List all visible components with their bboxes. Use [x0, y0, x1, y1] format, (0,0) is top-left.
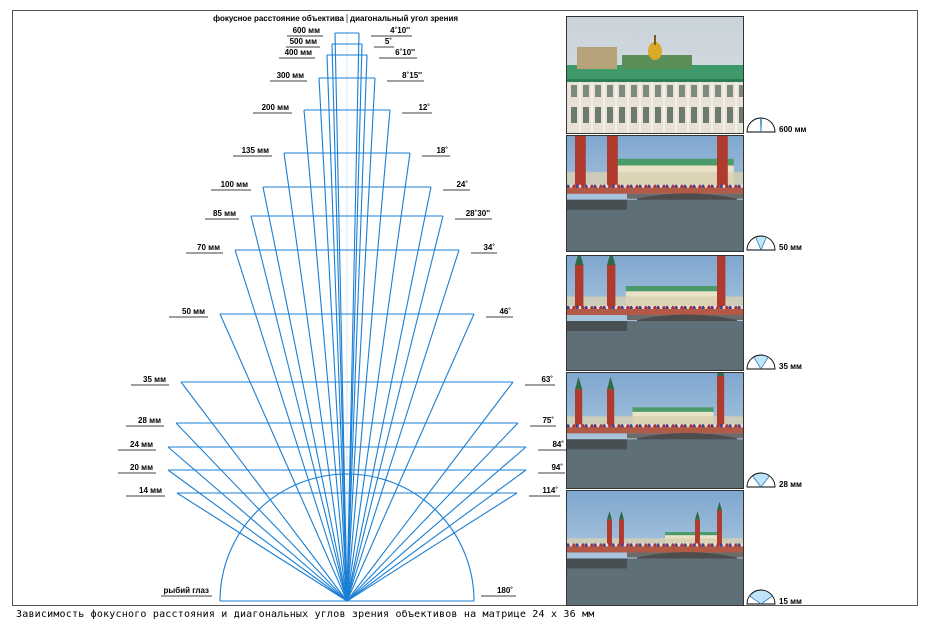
view-angle-label: 12˚: [418, 103, 430, 112]
photo-focal-label: 15 мм: [779, 597, 802, 606]
sample-photo: [566, 255, 744, 371]
focal-length-label: 135 мм: [242, 146, 269, 155]
view-ray: [346, 186, 432, 602]
focal-length-label: 100 мм: [221, 180, 248, 189]
view-angle-label: 5˚: [385, 37, 392, 46]
view-ray: [346, 492, 518, 602]
view-ray: [234, 249, 348, 602]
view-ray: [346, 215, 444, 602]
figure-caption: Зависимость фокусного расстояния и диаго…: [16, 609, 595, 620]
view-ray: [303, 109, 348, 602]
view-angle-label: 8˚15'': [402, 71, 422, 80]
angle-of-view-diagram: 600 мм 4˚10'' 500 мм 5˚ 400 мм 6˚10'' 300 мм 8˚…: [118, 14, 566, 602]
photo-focal-label: 28 мм: [779, 480, 802, 489]
view-angle-label: 4˚10'': [390, 26, 410, 35]
field-of-view-icon: [746, 472, 776, 488]
view-ray: [346, 469, 527, 602]
view-ray: [250, 215, 348, 602]
view-ray: [346, 152, 411, 602]
view-ray: [346, 381, 514, 602]
view-ray: [346, 43, 363, 602]
view-ray: [167, 469, 348, 602]
focal-length-label: 85 мм: [213, 209, 236, 218]
photo-focal-label: 50 мм: [779, 243, 802, 252]
view-ray: [346, 249, 460, 602]
view-ray: [346, 54, 368, 602]
view-angle-label: 24˚: [456, 180, 468, 189]
focal-length-label: 300 мм: [277, 71, 304, 80]
view-ray: [346, 77, 376, 602]
photo-focal-label: 600 мм: [779, 125, 807, 134]
view-ray: [326, 54, 348, 602]
fisheye-angle-label: 180˚: [497, 586, 513, 595]
focal-length-label: 14 мм: [139, 486, 162, 495]
view-ray: [180, 381, 348, 602]
view-angle-label: 114˚: [542, 486, 558, 495]
sample-photo: [566, 372, 744, 489]
view-ray: [167, 446, 348, 602]
figure-frame: 600 мм 4˚10'' 500 мм 5˚ 400 мм 6˚10'' 300 мм 8˚…: [12, 10, 918, 606]
view-ray: [331, 43, 348, 602]
focal-length-label: 400 мм: [285, 48, 312, 57]
field-of-view-icon: [746, 354, 776, 370]
view-angle-label: 63˚: [541, 375, 553, 384]
view-angle-label: 84˚: [552, 440, 564, 449]
view-ray: [346, 446, 527, 602]
fisheye-arc: [219, 473, 475, 602]
view-angle-label: 18˚: [436, 146, 448, 155]
focal-length-label: 20 мм: [130, 463, 153, 472]
field-of-view-icon: [746, 589, 776, 605]
view-angle-label: 94˚: [551, 463, 563, 472]
view-ray: [219, 313, 348, 602]
focal-length-label: 500 мм: [290, 37, 317, 46]
field-of-view-icon: [746, 117, 776, 133]
sample-photo: [566, 135, 744, 252]
view-ray: [346, 422, 519, 602]
view-angle-label: 75˚: [542, 416, 554, 425]
focal-length-label: 50 мм: [182, 307, 205, 316]
header-focal-length: фокусное расстояние объектива: [213, 14, 344, 23]
view-ray: [283, 152, 348, 602]
focal-length-label: 70 мм: [197, 243, 220, 252]
view-angle-label: 46˚: [499, 307, 511, 316]
view-angle-label: 6˚10'': [395, 48, 415, 57]
view-ray: [262, 186, 348, 602]
focal-length-label: 24 мм: [130, 440, 153, 449]
sample-photo: [566, 490, 744, 606]
view-ray: [176, 492, 348, 602]
focal-length-label: 28 мм: [138, 416, 161, 425]
view-ray: [318, 77, 348, 602]
view-ray: [346, 109, 391, 602]
focal-length-label: 35 мм: [143, 375, 166, 384]
sample-photo: [566, 16, 744, 134]
view-ray: [175, 422, 348, 602]
focal-length-label: 200 мм: [262, 103, 289, 112]
focal-length-label: 600 мм: [293, 26, 320, 35]
view-ray: [346, 313, 475, 602]
view-angle-label: 28˚30'': [466, 209, 490, 218]
field-of-view-icon: [746, 235, 776, 251]
view-angle-label: 34˚: [483, 243, 495, 252]
photo-focal-label: 35 мм: [779, 362, 802, 371]
header-view-angle: диагональный угол зрения: [350, 14, 458, 23]
fisheye-label: рыбий глаз: [164, 586, 209, 595]
